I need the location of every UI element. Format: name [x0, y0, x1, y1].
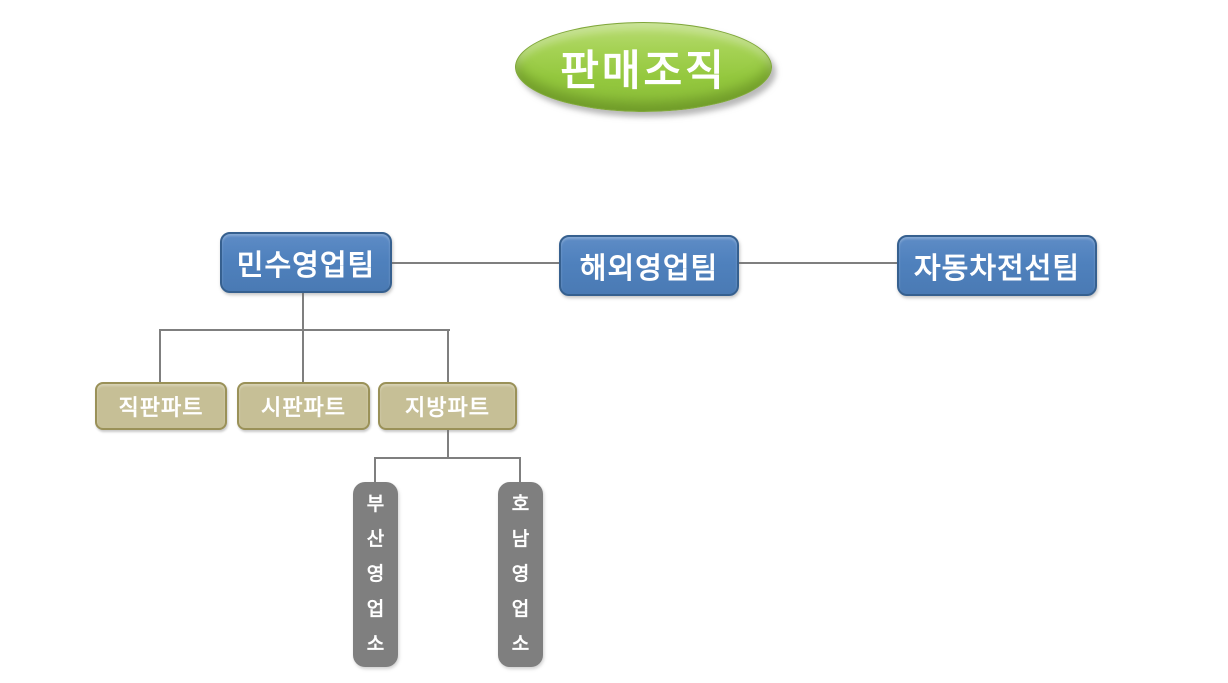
org-node-regional-part: 지방파트: [378, 382, 517, 430]
org-node-overseas-sales-team: 해외영업팀: [559, 235, 739, 296]
org-node-honam-sales-office-label: 호남영업소: [511, 494, 530, 655]
org-node-honam-sales-office: 호남영업소: [498, 482, 543, 667]
connector-office2-drop: [519, 459, 521, 482]
connector-team2-team3: [735, 262, 897, 264]
org-node-automotive-wire-team: 자동차전선팀: [897, 235, 1097, 296]
connector-parts-horizontal: [159, 329, 450, 331]
org-node-direct-sales-part-label: 직판파트: [118, 395, 204, 420]
connector-offices-horizontal: [374, 457, 521, 459]
org-node-civil-sales-team: 민수영업팀: [220, 232, 392, 293]
org-node-automotive-wire-team-label: 자동차전선팀: [913, 252, 1081, 285]
connector-team1-down: [302, 291, 304, 331]
org-node-regional-part-label: 지방파트: [405, 395, 490, 420]
org-node-overseas-sales-team-label: 해외영업팀: [579, 252, 719, 285]
connector-part1-drop: [159, 331, 161, 382]
org-node-market-sales-part: 시판파트: [237, 382, 370, 430]
connector-team1-team2: [388, 262, 559, 264]
org-node-market-sales-part-label: 시판파트: [261, 395, 346, 420]
org-node-sales-organization-label: 판매조직: [560, 46, 727, 94]
org-node-civil-sales-team-label: 민수영업팀: [236, 249, 376, 282]
org-node-busan-sales-office: 부산영업소: [353, 482, 398, 667]
org-node-busan-sales-office-label: 부산영업소: [366, 494, 385, 655]
org-node-sales-organization: 판매조직: [515, 22, 772, 112]
connector-part3-drop: [447, 331, 449, 382]
connector-office1-drop: [374, 459, 376, 482]
connector-part3-down: [447, 428, 449, 457]
connector-part2-drop: [302, 331, 304, 382]
org-node-direct-sales-part: 직판파트: [95, 382, 227, 430]
